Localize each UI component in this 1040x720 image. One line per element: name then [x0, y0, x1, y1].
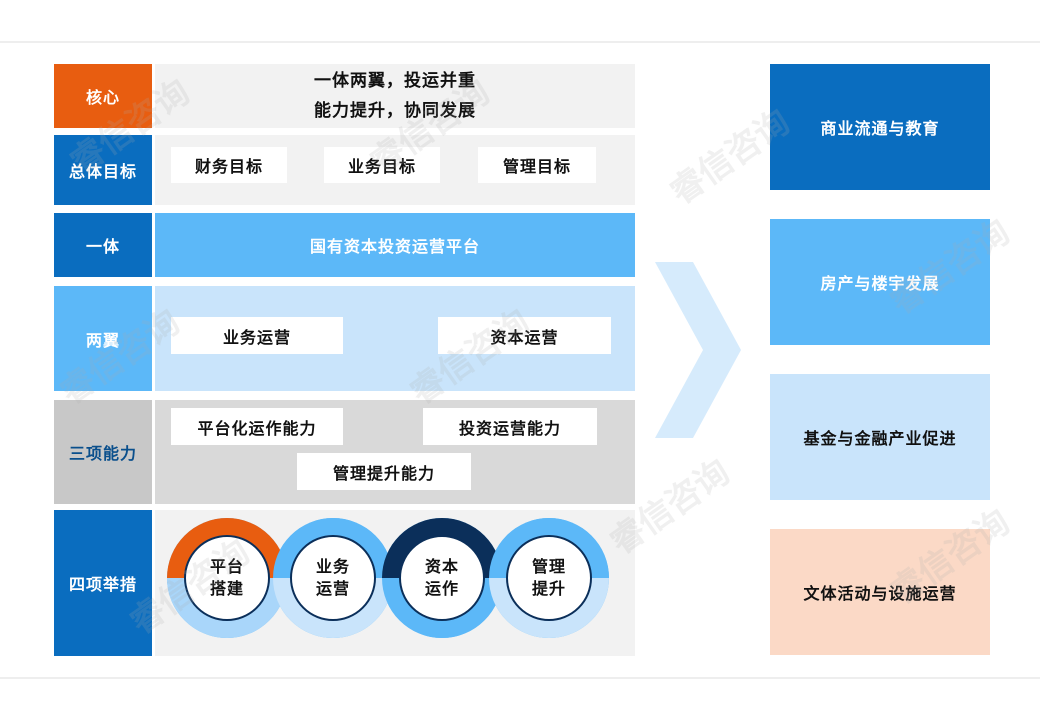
- row-label-core: 核心: [54, 64, 152, 128]
- measure-management-line2: 提升: [531, 579, 566, 598]
- measure-platform-line2: 搭建: [209, 579, 244, 598]
- measure-management-line1: 管理: [531, 557, 566, 576]
- chevron-right-icon: [655, 262, 741, 438]
- sector-fund-finance: 基金与金融产业促进: [770, 374, 990, 500]
- row-label-three-abilities: 三项能力: [54, 400, 152, 504]
- four-measures-panel: 平台 搭建 业务 运营 资本 运作 管理 提升: [155, 510, 635, 656]
- two-wings-panel: 业务运营 资本运营: [155, 286, 635, 391]
- three-abilities-panel: 平台化运作能力 投资运营能力 管理提升能力: [155, 400, 635, 504]
- measure-capital-line2: 运作: [424, 579, 459, 598]
- measure-capital-line1: 资本: [424, 557, 459, 576]
- ability-platform: 平台化运作能力: [171, 408, 343, 445]
- measure-platform: 平台 搭建: [184, 535, 270, 621]
- measure-business-line1: 业务: [315, 557, 350, 576]
- ability-management: 管理提升能力: [297, 453, 471, 490]
- ability-investment: 投资运营能力: [423, 408, 597, 445]
- row-label-one: 一体: [54, 213, 152, 277]
- measure-business-line2: 运营: [315, 579, 350, 598]
- goal-business: 业务目标: [324, 147, 440, 183]
- measure-platform-line1: 平台: [209, 557, 244, 576]
- bottom-divider: [0, 677, 1040, 679]
- measure-business: 业务 运营: [290, 535, 376, 621]
- row-label-four-measures: 四项举措: [54, 510, 152, 656]
- wing-capital-ops: 资本运营: [438, 317, 611, 354]
- core-line-1: 一体两翼，投运并重: [314, 71, 476, 91]
- overall-panel: 财务目标 业务目标 管理目标: [155, 135, 635, 205]
- measure-capital: 资本 运作: [399, 535, 485, 621]
- wing-business-ops: 业务运营: [171, 317, 343, 354]
- top-divider: [0, 41, 1040, 43]
- measure-management: 管理 提升: [506, 535, 592, 621]
- core-line-2: 能力提升，协同发展: [314, 101, 476, 121]
- sector-commerce-education: 商业流通与教育: [770, 64, 990, 190]
- sector-real-estate: 房产与楼宇发展: [770, 219, 990, 345]
- one-platform: 国有资本投资运营平台: [155, 213, 635, 277]
- goal-financial: 财务目标: [171, 147, 287, 183]
- row-label-overall: 总体目标: [54, 135, 152, 205]
- row-label-two-wings: 两翼: [54, 286, 152, 391]
- sector-culture-sports: 文体活动与设施运营: [770, 529, 990, 655]
- goal-management: 管理目标: [478, 147, 596, 183]
- core-panel: 一体两翼，投运并重 能力提升，协同发展: [155, 64, 635, 128]
